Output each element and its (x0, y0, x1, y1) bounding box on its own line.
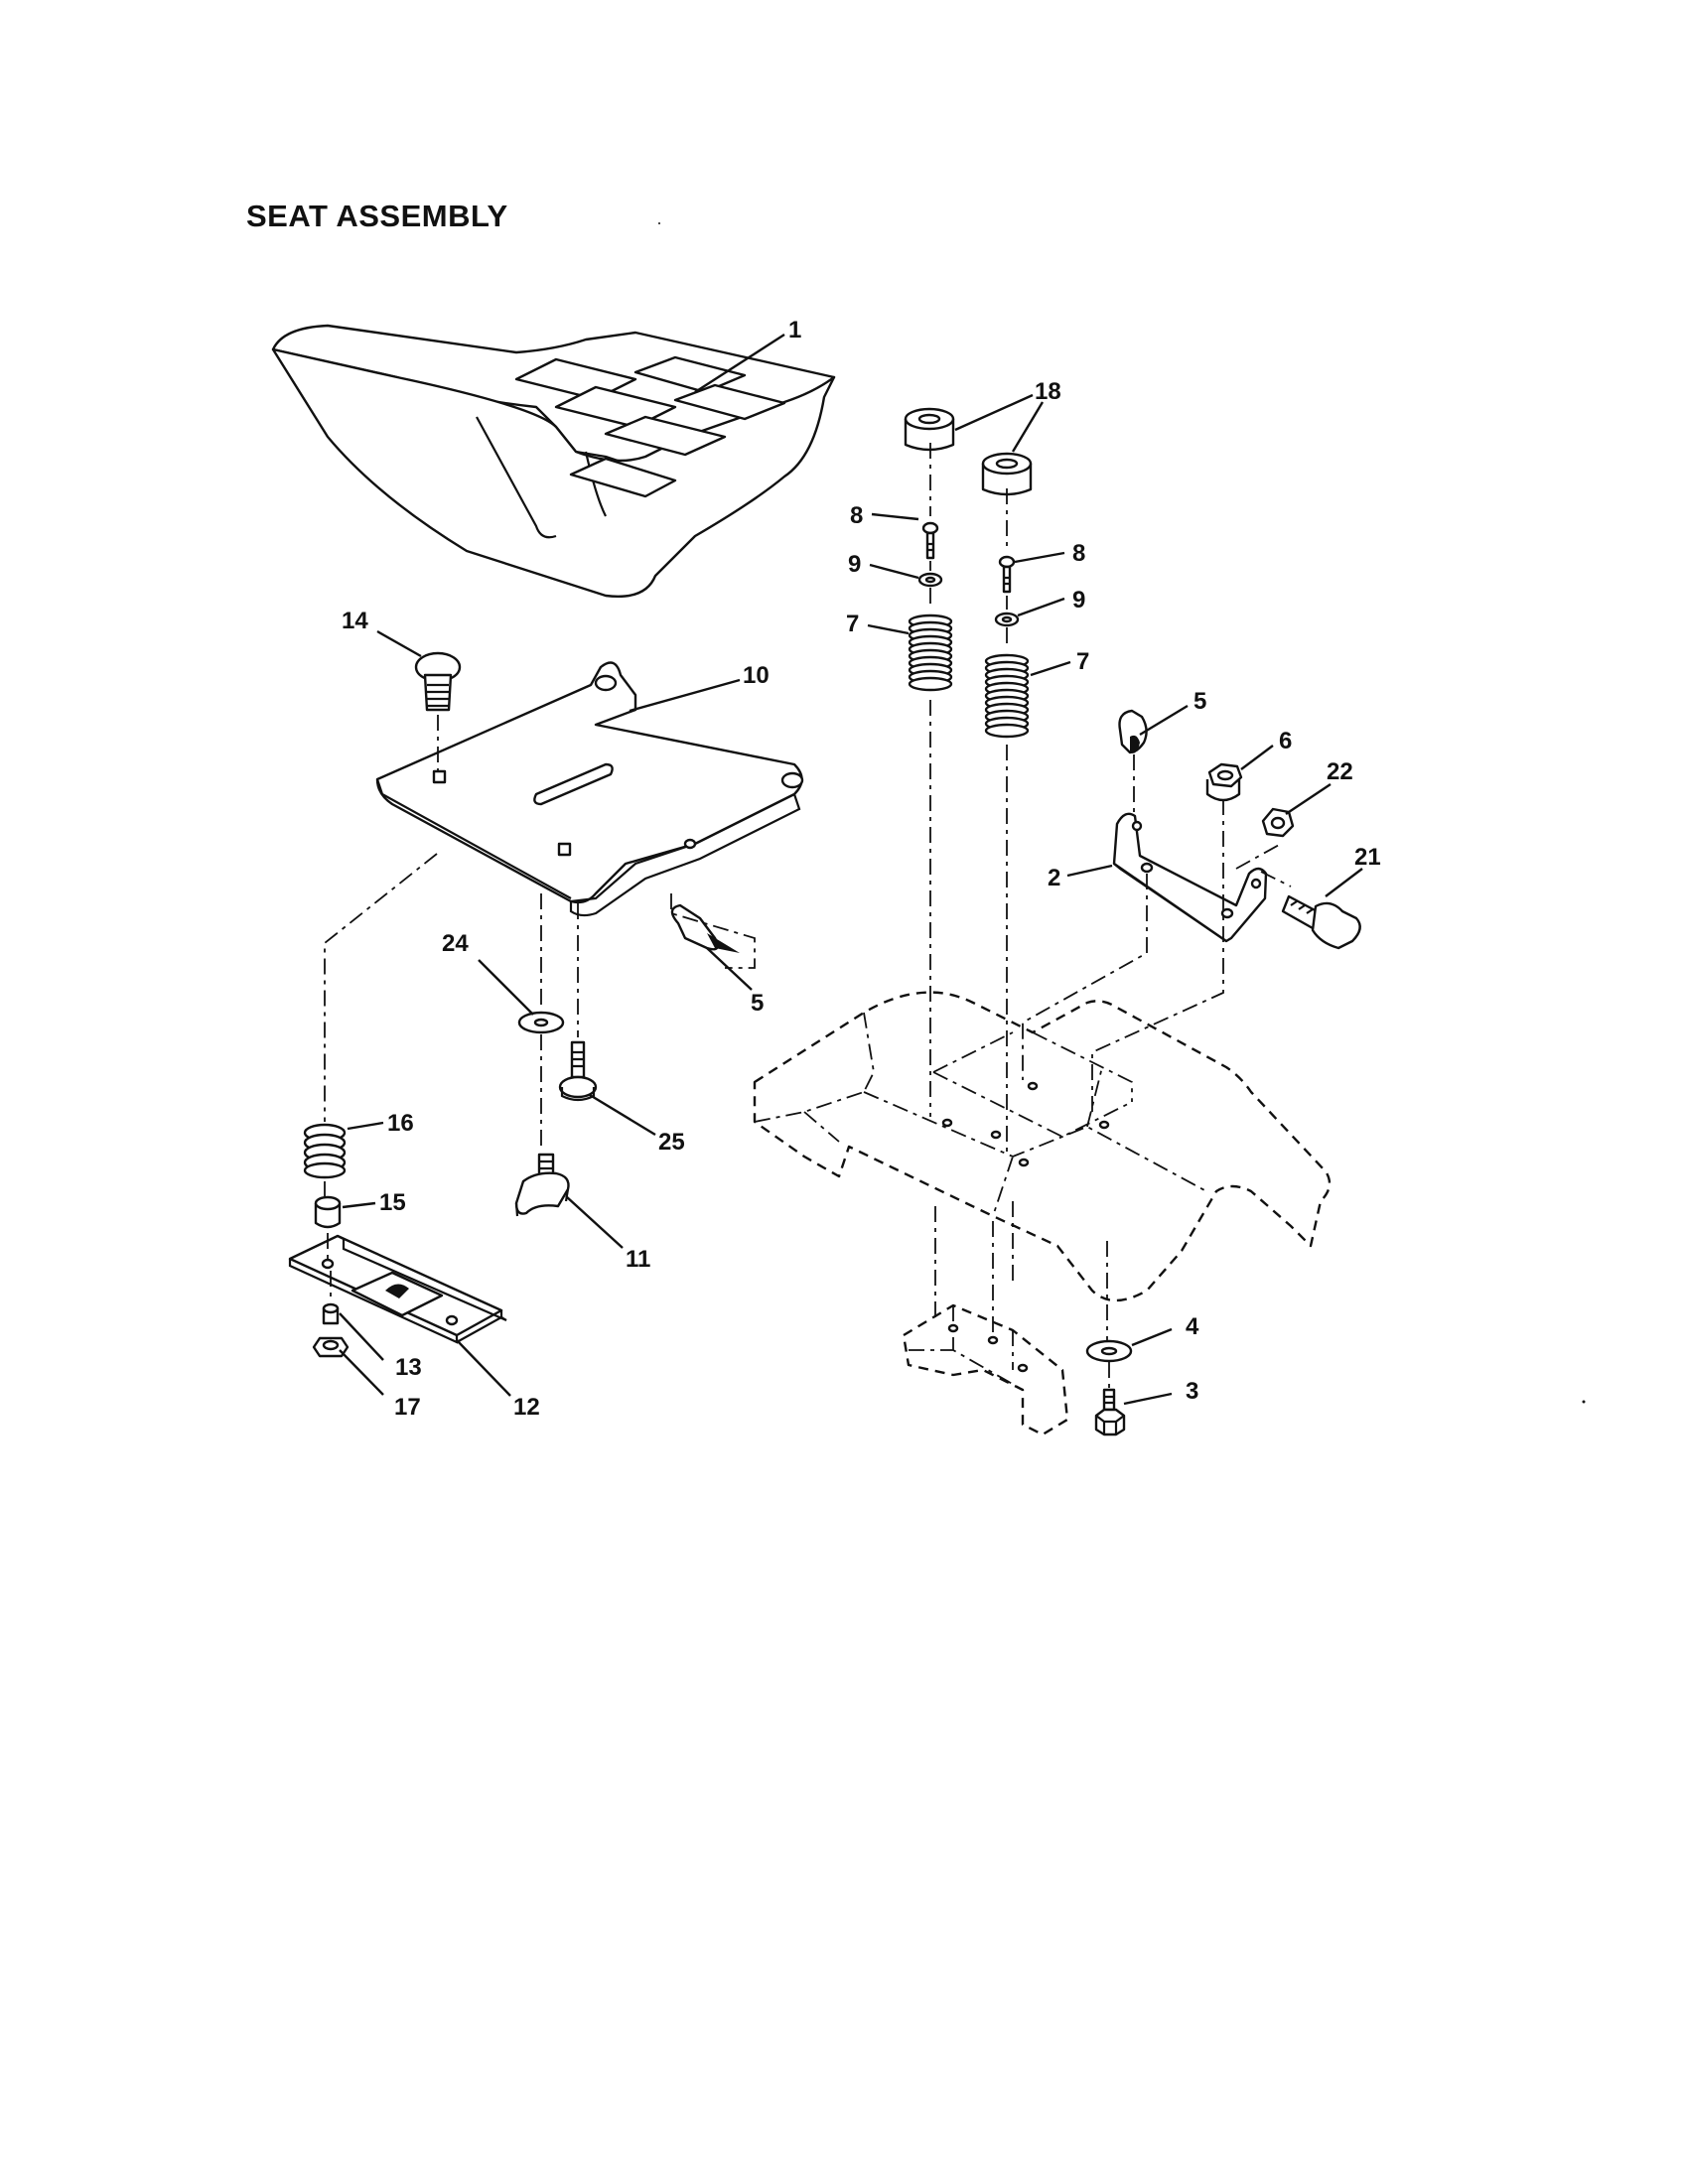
seat-part (271, 324, 836, 598)
spacer-part (314, 1195, 342, 1229)
spring-right-part (984, 653, 1030, 739)
spring-coil (984, 723, 1030, 739)
washer-right-part (994, 612, 1020, 627)
callout-10: 10 (743, 662, 770, 689)
knob-part (514, 1153, 570, 1217)
hex-bolt-part (322, 1302, 340, 1325)
callout-9-right: 9 (1072, 587, 1085, 614)
shoulder-bolt-part (558, 1040, 598, 1102)
leader-18b (1011, 401, 1045, 453)
bolt-right-part (998, 555, 1016, 594)
callout-14: 14 (342, 608, 368, 634)
leader-8a (871, 512, 919, 521)
leader-4 (1131, 1327, 1173, 1347)
bolt-left-part (921, 521, 939, 560)
nut-part (312, 1336, 350, 1358)
shoulder-bolt-right-part (1281, 894, 1361, 950)
leader-24 (478, 959, 534, 1016)
leader-25 (589, 1093, 656, 1137)
leader-21 (1325, 868, 1363, 897)
leader-8b (1014, 551, 1065, 564)
leader-13 (339, 1312, 384, 1361)
leader-9b (1017, 597, 1065, 617)
leader-10 (629, 678, 741, 713)
leader-6 (1240, 745, 1274, 770)
lock-nut-part (1205, 762, 1243, 802)
clip-left-part (670, 903, 740, 953)
callout-17: 17 (394, 1394, 421, 1421)
hex-nut-part (1261, 807, 1295, 838)
callout-8-left: 8 (850, 502, 863, 529)
spacer-top-left-part (904, 407, 955, 452)
carriage-bolt-part (414, 651, 462, 712)
bracket-part (1112, 812, 1268, 943)
spring-small-part (303, 1123, 347, 1179)
hex-bolt-frame-part (1094, 1388, 1126, 1436)
spacer-top-right-part (981, 452, 1033, 496)
callout-11: 11 (626, 1246, 650, 1273)
leader-7b (1030, 660, 1071, 677)
tractor-frame-outline (753, 991, 1332, 1436)
spring-coil (908, 676, 953, 692)
callout-9-left: 9 (848, 551, 861, 578)
callout-4: 4 (1186, 1313, 1199, 1340)
callout-6: 6 (1279, 728, 1292, 754)
leader-2 (1066, 864, 1113, 878)
leader-3 (1123, 1392, 1173, 1406)
leader-11 (565, 1195, 624, 1249)
callout-labels: 1 18 8 8 9 9 7 7 5 6 22 2 21 10 14 5 24 … (342, 317, 1381, 1421)
leader-16 (347, 1121, 384, 1131)
callout-22: 22 (1327, 758, 1353, 785)
callout-8-right: 8 (1072, 540, 1085, 567)
scan-speck (1582, 1400, 1586, 1404)
leader-5-right (1139, 704, 1189, 737)
callout-7-left: 7 (846, 611, 859, 637)
callout-5-left: 5 (751, 990, 764, 1017)
callout-5-right: 5 (1193, 688, 1206, 715)
leader-9a (869, 563, 919, 580)
callout-24: 24 (442, 930, 469, 957)
leader-12 (456, 1339, 511, 1397)
leader-1 (694, 333, 785, 394)
washer-left-part (917, 572, 943, 588)
scan-speck (658, 222, 660, 224)
callout-13: 13 (395, 1354, 422, 1381)
washer-part (517, 1011, 565, 1034)
slide-rail-part (288, 1234, 507, 1344)
spring-left-part (908, 614, 953, 692)
seat-pan-part (375, 661, 804, 917)
callout-25: 25 (658, 1129, 685, 1156)
leader-14 (376, 629, 422, 658)
leader-7a (867, 623, 910, 635)
page-title: SEAT ASSEMBLY (246, 199, 508, 233)
callout-16: 16 (387, 1110, 414, 1137)
callout-18: 18 (1035, 378, 1061, 405)
leader-17 (339, 1349, 384, 1396)
callout-2: 2 (1048, 865, 1060, 891)
callout-7-right: 7 (1076, 648, 1089, 675)
leader-5-left (706, 947, 753, 991)
callout-3: 3 (1186, 1378, 1198, 1405)
leader-lines (339, 333, 1363, 1406)
leader-22 (1285, 783, 1332, 815)
callout-21: 21 (1354, 844, 1381, 871)
leader-15 (342, 1201, 376, 1209)
washer-frame-part (1085, 1339, 1133, 1363)
callout-1: 1 (788, 317, 801, 343)
leader-18a (954, 393, 1034, 432)
callout-12: 12 (513, 1394, 540, 1421)
alignment-lines (324, 443, 1292, 1388)
callout-15: 15 (379, 1189, 406, 1216)
